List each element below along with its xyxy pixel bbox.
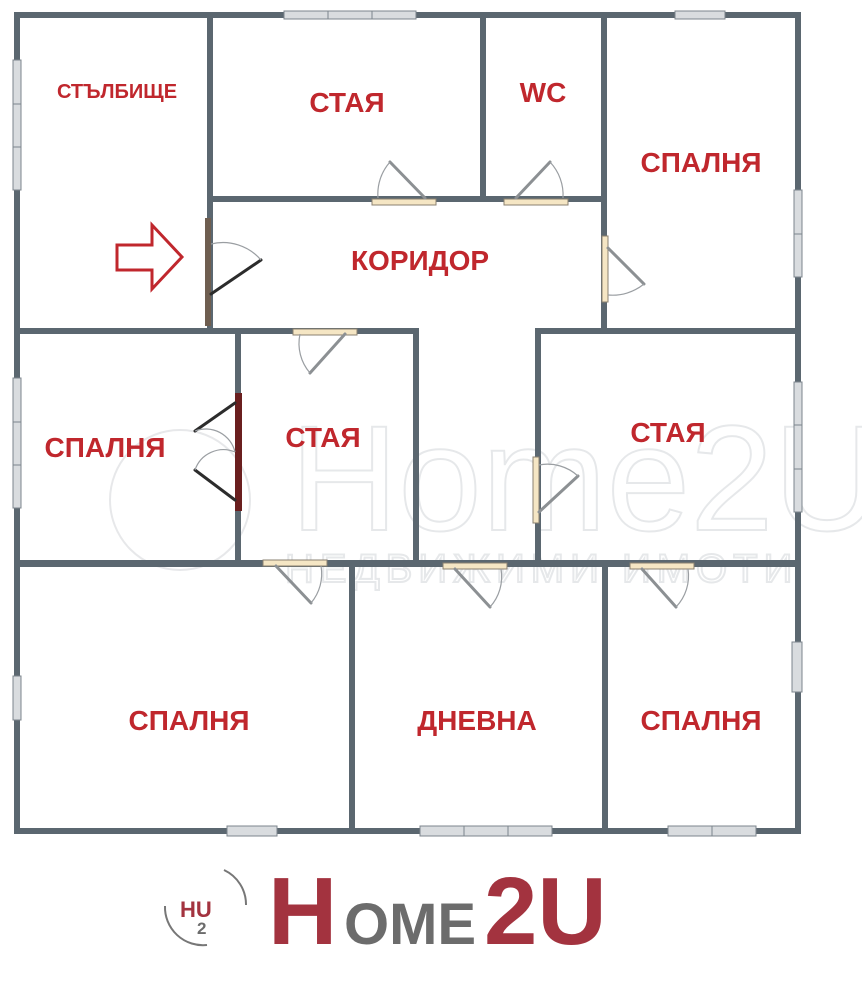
svg-text:2: 2 bbox=[197, 919, 206, 938]
svg-text:HU: HU bbox=[180, 897, 212, 922]
home2u-logo: HU 2 H OME 2U bbox=[163, 858, 607, 965]
doors bbox=[193, 160, 695, 609]
entrance-arrow bbox=[115, 221, 185, 293]
room-label-bedroom-bottom-right: СПАЛНЯ bbox=[641, 705, 762, 736]
room-label-room-mid: СТАЯ bbox=[285, 422, 360, 453]
room-label-bedroom-mid-left: СПАЛНЯ bbox=[45, 432, 166, 463]
room-label-room-top: СТАЯ bbox=[309, 87, 384, 118]
room-label-bedroom-top-right: СПАЛНЯ bbox=[641, 147, 762, 178]
logo-letter-h: H bbox=[268, 858, 337, 965]
room-label-bedroom-bottom-left: СПАЛНЯ bbox=[129, 705, 250, 736]
room-label-stairwell: СТЪЛБИЩЕ bbox=[57, 81, 177, 103]
room-label-room-mid-right: СТАЯ bbox=[630, 417, 705, 448]
room-label-wc: WC bbox=[520, 77, 567, 108]
room-label-living-room: ДНЕВНА bbox=[417, 705, 537, 736]
room-labels: СТЪЛБИЩЕ СТАЯ WC СПАЛНЯ КОРИДОР СПАЛНЯ С… bbox=[45, 77, 762, 736]
watermark-sub: НЕДВИЖИМИ ИМОТИ bbox=[285, 547, 798, 591]
windows bbox=[12, 10, 803, 837]
logo-badge-icon: HU 2 bbox=[163, 869, 248, 947]
room-label-corridor: КОРИДОР bbox=[351, 245, 489, 276]
logo-word-ome: OME bbox=[344, 892, 476, 957]
logo-word-2u: 2U bbox=[484, 858, 607, 965]
